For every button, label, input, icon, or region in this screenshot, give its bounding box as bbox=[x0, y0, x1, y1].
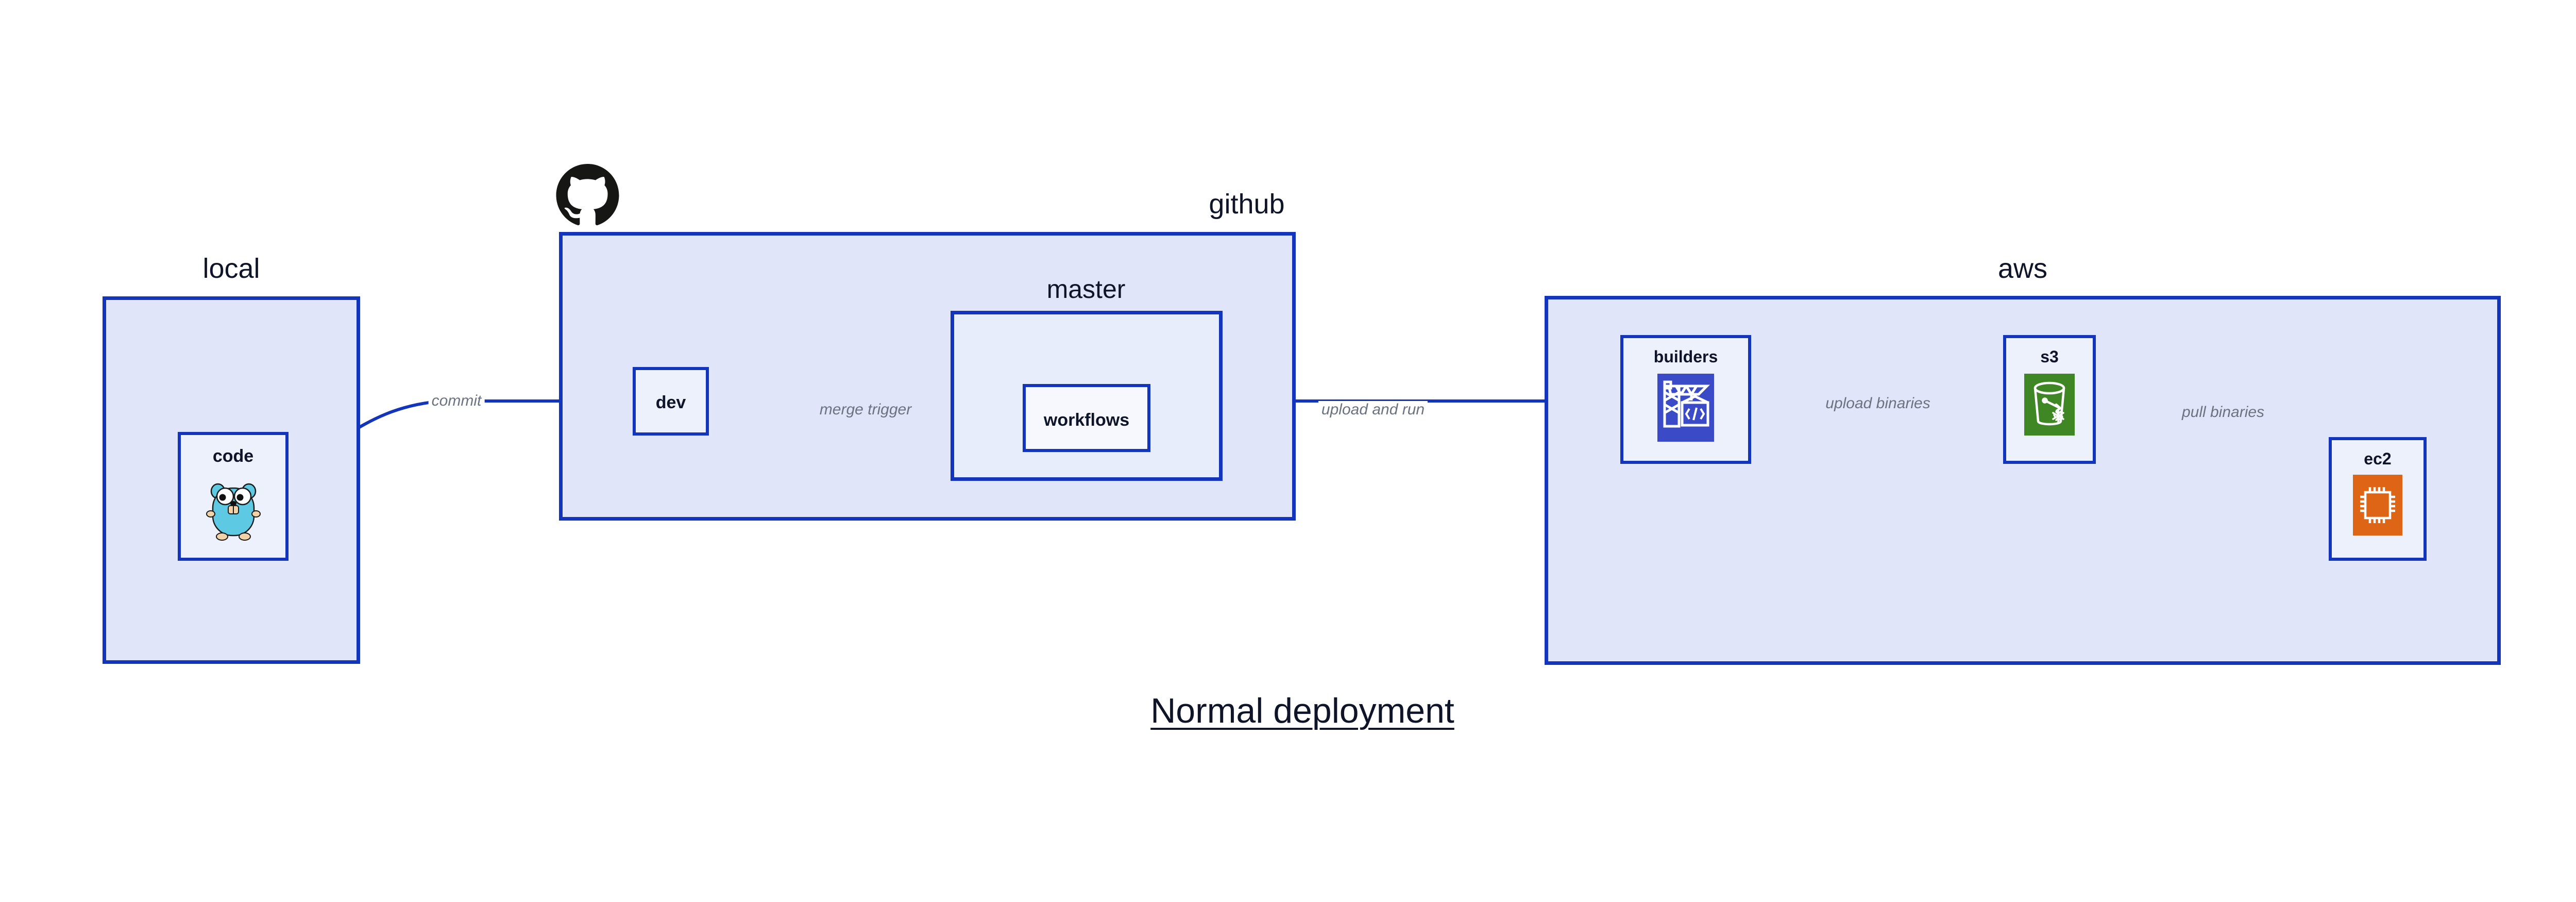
node-code-label: code bbox=[212, 446, 254, 466]
group-master-label: master bbox=[1046, 275, 1126, 304]
node-code[interactable]: code bbox=[178, 432, 289, 561]
group-aws-label: aws bbox=[1997, 253, 2048, 284]
node-builders[interactable]: builders bbox=[1620, 335, 1751, 464]
group-github-label: github bbox=[1209, 189, 1285, 220]
node-builders-label: builders bbox=[1653, 347, 1718, 366]
node-s3-label: s3 bbox=[2040, 347, 2059, 366]
group-local-label: local bbox=[202, 253, 260, 284]
edge-label-merge-trigger: merge trigger bbox=[816, 401, 915, 419]
node-dev-label: dev bbox=[655, 393, 686, 412]
node-workflows[interactable]: workflows bbox=[1023, 384, 1150, 452]
go-gopher-icon bbox=[202, 474, 264, 546]
edge-label-pull-binaries: pull binaries bbox=[2178, 404, 2268, 421]
node-workflows-label: workflows bbox=[1043, 410, 1130, 430]
aws-ec2-chip-icon bbox=[2353, 475, 2402, 536]
diagram-title: Normal deployment bbox=[1150, 691, 1454, 730]
edge-label-upload-binaries: upload binaries bbox=[1822, 395, 1934, 412]
node-ec2-label: ec2 bbox=[2364, 449, 2392, 468]
node-ec2[interactable]: ec2 bbox=[2329, 437, 2427, 561]
github-octocat-icon bbox=[555, 164, 620, 227]
edge-label-upload-and-run: upload and run bbox=[1318, 401, 1428, 419]
edge-label-commit: commit bbox=[428, 392, 485, 410]
node-dev[interactable]: dev bbox=[633, 367, 709, 436]
aws-s3-bucket-icon bbox=[2024, 374, 2075, 436]
aws-crane-builders-icon bbox=[1657, 374, 1714, 442]
node-s3[interactable]: s3 bbox=[2003, 335, 2096, 464]
